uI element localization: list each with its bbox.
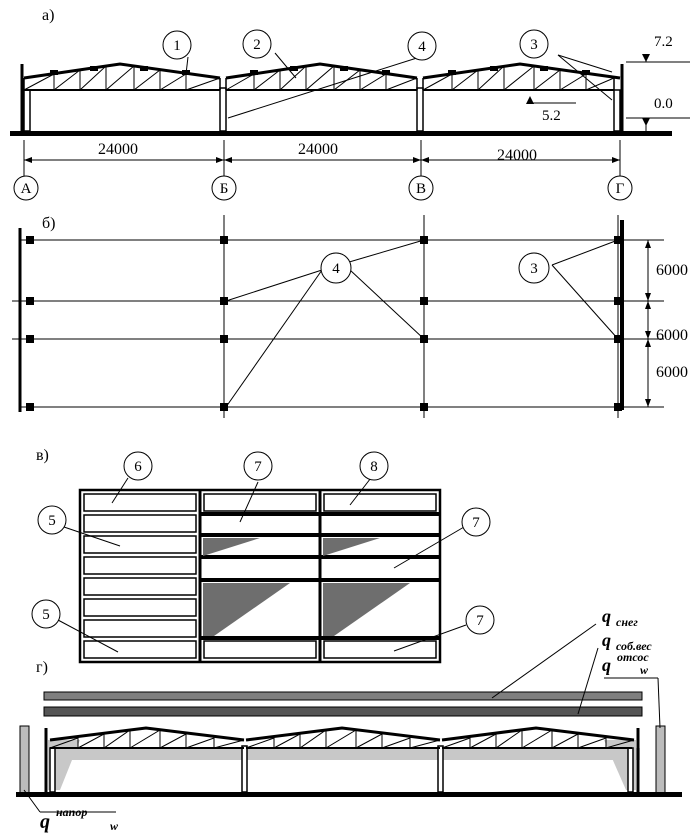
- elevation-marks: 7.2 5.2 0.0: [526, 34, 690, 131]
- span-3: 24000: [497, 147, 537, 164]
- span-2: 24000: [298, 141, 338, 158]
- grid-lines: [12, 215, 640, 418]
- callout-circles-v: 6 7 8 5 7 5 7: [31, 451, 495, 635]
- callout-leaders-v: [57, 473, 467, 653]
- panel-label-b: б): [42, 215, 55, 232]
- pressure-q: q: [40, 811, 50, 833]
- bay-3: 6000: [656, 364, 688, 381]
- pressure-sub: w: [110, 819, 119, 833]
- suction-q: q: [602, 655, 611, 675]
- roof-panels-left: [83, 493, 197, 659]
- ground-line-g: [16, 792, 682, 797]
- panel-b-plan: б): [12, 215, 688, 418]
- span-1: 24000: [98, 141, 138, 158]
- columns-a: [20, 64, 624, 132]
- panel-label-a: а): [42, 7, 54, 24]
- elevation-0-0: 0.0: [654, 96, 673, 112]
- snow-load-bar: [43, 691, 643, 701]
- snow-load-sub: снег: [616, 615, 638, 629]
- callout-8: 8: [370, 459, 378, 475]
- axis-v: В: [416, 181, 426, 197]
- panel-g-loads: г): [16, 606, 682, 833]
- self-weight-bar: [43, 706, 643, 717]
- axis-a: А: [21, 181, 32, 197]
- bay-2: 6000: [656, 327, 688, 344]
- callout-circles-a: 1 2 4 3: [162, 29, 549, 61]
- purlins: [200, 512, 440, 640]
- bay-dimensions: 6000 6000 6000: [628, 239, 688, 408]
- suction-sup: отсос: [617, 650, 649, 664]
- wind-pressure-bar: [19, 725, 30, 797]
- callout-3-a: 3: [530, 37, 538, 53]
- self-weight-sub: соб.вес: [616, 639, 652, 653]
- roof-panels-right: [203, 493, 437, 659]
- load-shading: [203, 538, 410, 636]
- suction-sub: w: [640, 663, 649, 677]
- panel-v-roof-layout: в): [31, 447, 495, 664]
- elevation-5-2: 5.2: [542, 108, 561, 124]
- axis-g: Г: [616, 181, 625, 197]
- callout-6: 6: [134, 459, 142, 475]
- callout-7-mid: 7: [472, 515, 480, 531]
- bay-1: 6000: [656, 262, 688, 279]
- load-leaders: [23, 623, 661, 813]
- callout-4-b: 4: [332, 261, 340, 277]
- axis-bubbles: А Б В Г: [13, 175, 633, 201]
- panel-label-v: в): [36, 447, 49, 464]
- callout-4-a: 4: [418, 39, 426, 55]
- panel-a-cross-section: а): [10, 7, 690, 201]
- callout-leaders-a: [185, 52, 613, 119]
- callout-2: 2: [253, 37, 261, 53]
- ground-line: [10, 131, 672, 136]
- wind-suction-bar: [655, 725, 666, 797]
- callout-5-bottom: 5: [42, 607, 50, 623]
- self-weight-q: q: [602, 630, 611, 650]
- trusses-a: [23, 62, 621, 92]
- panel-label-g: г): [36, 659, 48, 676]
- callout-7-top: 7: [254, 459, 262, 475]
- callout-1: 1: [173, 38, 181, 54]
- span-dimensions: 24000 24000 24000: [23, 140, 621, 176]
- load-labels: q снег q соб.вес q отсос w q напор w: [40, 606, 652, 833]
- callout-leaders-b: [225, 239, 619, 408]
- callout-3-b: 3: [530, 261, 538, 277]
- frame-g: [44, 726, 640, 793]
- roof-frame: [78, 488, 442, 664]
- elevation-7-2: 7.2: [654, 34, 673, 50]
- axis-b: Б: [220, 181, 229, 197]
- callout-5-top: 5: [48, 513, 56, 529]
- callout-7-bottom: 7: [476, 613, 484, 629]
- snow-load-q: q: [602, 606, 611, 626]
